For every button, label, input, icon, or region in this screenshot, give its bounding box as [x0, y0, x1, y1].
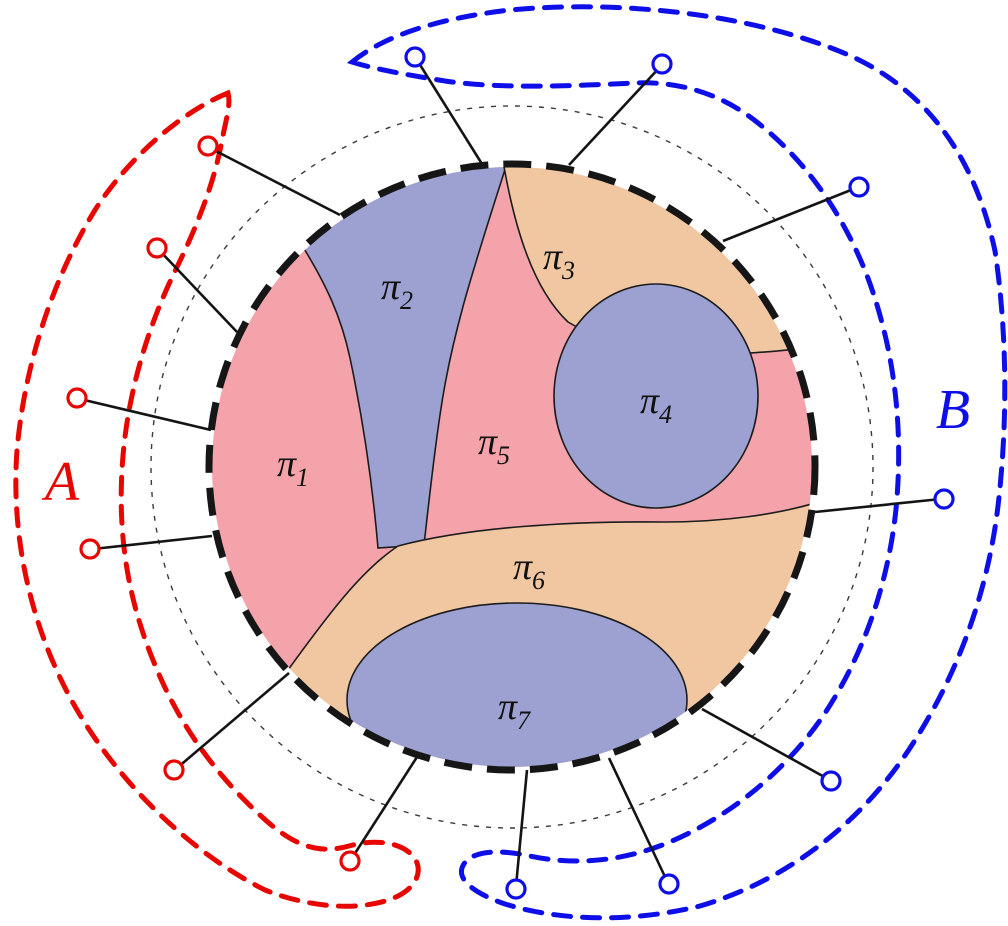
label-group-B: B: [936, 379, 970, 441]
leg-line-A2: [158, 249, 238, 333]
legs: [79, 59, 942, 887]
label-pi2: π2: [381, 266, 413, 315]
region-pi7: [346, 602, 688, 767]
leg-node-A5: [163, 759, 185, 781]
leg-line-A4: [92, 534, 213, 551]
outer-dotted-circle: [150, 105, 874, 829]
leg-line-A1: [209, 146, 341, 217]
leg-line-A6: [350, 756, 419, 859]
label-group-A: A: [41, 451, 80, 513]
leg-node-A2: [146, 237, 168, 259]
disk-boundary: [205, 160, 819, 774]
label-pi3: π3: [543, 236, 575, 285]
leg-line-B6: [607, 757, 669, 882]
leg-node-A4: [79, 538, 101, 560]
leg-node-A1: [197, 135, 219, 157]
region-pi4: [553, 283, 759, 509]
group-A-boundary: [13, 89, 421, 909]
leg-line-B4: [814, 497, 942, 514]
leg-node-B5: [820, 770, 842, 792]
leg-line-B2: [568, 66, 661, 166]
label-pi1: π1: [277, 443, 309, 492]
leg-node-B3: [848, 176, 870, 198]
leg-line-A5: [176, 672, 290, 769]
leg-node-B6: [658, 873, 680, 895]
group-B-boundary: [346, 4, 1008, 921]
leg-line-B1: [415, 59, 484, 165]
leg-line-B5: [701, 707, 829, 781]
label-pi6: π6: [513, 546, 545, 595]
leg-line-B3: [722, 186, 857, 243]
leg-node-B7: [505, 878, 527, 900]
leg-line-B7: [514, 769, 529, 887]
leg-node-B4: [933, 488, 955, 510]
label-pi4: π4: [640, 380, 672, 429]
leg-node-A3: [66, 387, 88, 409]
leg-node-A6: [339, 850, 361, 872]
leg-node-B1: [404, 46, 426, 68]
leg-line-A3: [79, 397, 212, 432]
label-pi7: π7: [498, 686, 531, 735]
leg-node-B2: [651, 53, 673, 75]
label-pi5: π5: [478, 421, 510, 470]
